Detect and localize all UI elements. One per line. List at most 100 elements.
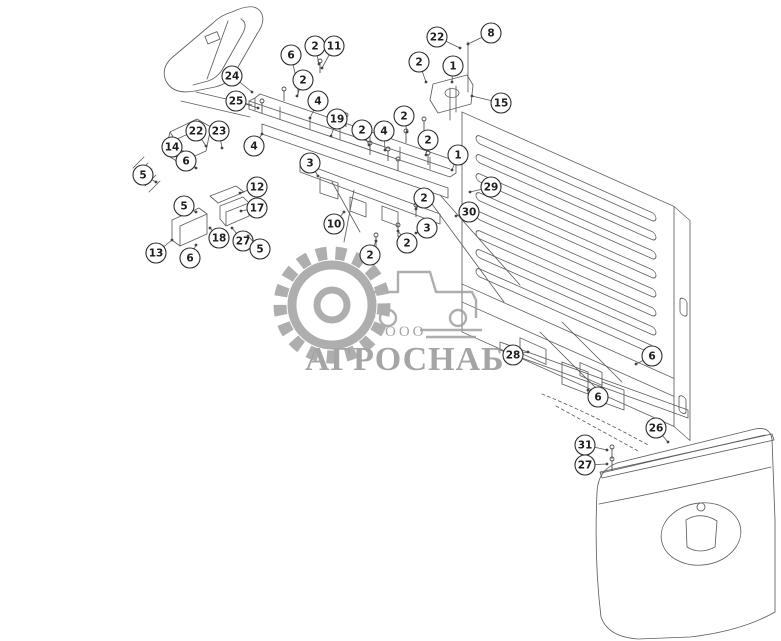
balloon-circle [413, 187, 435, 209]
callout-10: 10 [323, 210, 346, 235]
upper-bracket [429, 41, 474, 121]
balloon-circle [645, 417, 667, 439]
balloon-circle [280, 44, 302, 66]
callout-24: 24 [221, 65, 254, 94]
balloon-number: 2 [415, 57, 422, 69]
balloon-circle [145, 242, 167, 264]
balloon-circle [373, 120, 395, 142]
watermark-company-name: АГРОСНАБ [305, 341, 505, 378]
callout-17: 17 [239, 197, 268, 219]
balloon-circle [393, 105, 415, 127]
callout-12: 12 [238, 176, 268, 198]
balloon-circle [179, 247, 201, 269]
watermark-gear-icon [273, 246, 391, 364]
balloon-number: 27 [578, 460, 593, 472]
balloon-number: 19 [330, 114, 345, 126]
balloon-number: 26 [649, 423, 664, 435]
callout-4: 4 [373, 120, 395, 152]
callout-11: 11 [320, 35, 345, 70]
balloon-circle [480, 176, 502, 198]
callout-5: 5 [173, 195, 198, 217]
watermark-tractor-icon [372, 270, 482, 339]
seat-back-panel [163, 6, 264, 93]
balloon-circle [447, 144, 469, 166]
louvered-panel [461, 111, 691, 441]
callout-30: 30 [454, 201, 480, 223]
callout-27: 27 [574, 454, 609, 476]
balloon-number: 2 [299, 75, 306, 87]
balloon-circle [292, 69, 314, 91]
callout-19: 19 [326, 108, 348, 138]
balloon-circle [587, 386, 609, 408]
balloon-circle [185, 120, 207, 142]
balloon-number: 4 [250, 141, 257, 153]
watermark: ООО АГРОСНАБ [273, 246, 505, 378]
balloon-number: 2 [358, 125, 365, 137]
balloon-circle [359, 244, 381, 266]
balloon-circle [641, 345, 663, 367]
balloon-circle [480, 22, 502, 44]
callout-6: 6 [634, 345, 663, 367]
balloon-circle [574, 454, 596, 476]
balloon-circle [246, 176, 268, 198]
callout-2: 2 [413, 187, 435, 211]
callout-3: 3 [299, 152, 321, 178]
callout-2: 2 [393, 105, 415, 134]
balloon-number: 27 [236, 236, 251, 248]
callout-22: 22 [185, 120, 208, 148]
balloon-circle [502, 344, 524, 366]
callout-2: 2 [292, 69, 314, 98]
callout-4: 4 [307, 90, 329, 120]
callout-28: 28 [502, 344, 530, 366]
callout-15: 15 [470, 92, 512, 114]
balloon-circle [243, 135, 265, 157]
balloon-circle [323, 213, 345, 235]
balloon-number: 15 [494, 98, 509, 110]
balloon-circle [426, 26, 448, 48]
balloon-circle [307, 90, 329, 112]
balloon-number: 1 [449, 61, 456, 73]
balloon-circle [249, 238, 271, 260]
balloon-number: 6 [594, 392, 601, 404]
callout-8: 8 [466, 22, 502, 46]
balloon-circle [396, 232, 418, 254]
balloon-number: 8 [487, 28, 494, 40]
balloon-number: 17 [250, 203, 265, 215]
balloon-number: 3 [423, 223, 430, 235]
balloon-circle [326, 108, 348, 130]
balloon-number: 22 [189, 126, 204, 138]
balloon-number: 2 [403, 238, 410, 250]
callout-6: 6 [586, 386, 609, 408]
balloon-circle [161, 136, 183, 158]
callout-23: 23 [208, 120, 230, 150]
balloon-circle [246, 197, 268, 219]
balloon-number: 4 [380, 126, 387, 138]
fender-panel [595, 428, 776, 640]
watermark-company-prefix: ООО [385, 324, 427, 340]
balloon-circle [208, 227, 230, 249]
balloon-circle [225, 90, 247, 112]
callout-31: 31 [574, 434, 609, 456]
callout-22: 22 [426, 26, 462, 50]
balloon-circle [490, 92, 512, 114]
callout-1: 1 [447, 144, 469, 172]
balloon-number: 3 [306, 158, 313, 170]
callout-2: 2 [417, 129, 439, 157]
callout-14: 14 [161, 136, 188, 158]
balloon-circle [299, 152, 321, 174]
callout-5: 5 [132, 164, 158, 186]
balloon-number: 6 [186, 253, 193, 265]
balloon-number: 13 [149, 248, 164, 260]
balloon-number: 1 [454, 150, 461, 162]
main-rail-assembly [248, 93, 521, 303]
balloon-circle [173, 195, 195, 217]
callout-6: 6 [175, 150, 198, 172]
callout-1: 1 [442, 55, 464, 84]
callout-3: 3 [414, 217, 438, 239]
balloon-number: 5 [256, 244, 263, 256]
balloon-number: 11 [327, 41, 342, 53]
callout-6: 6 [179, 243, 201, 269]
